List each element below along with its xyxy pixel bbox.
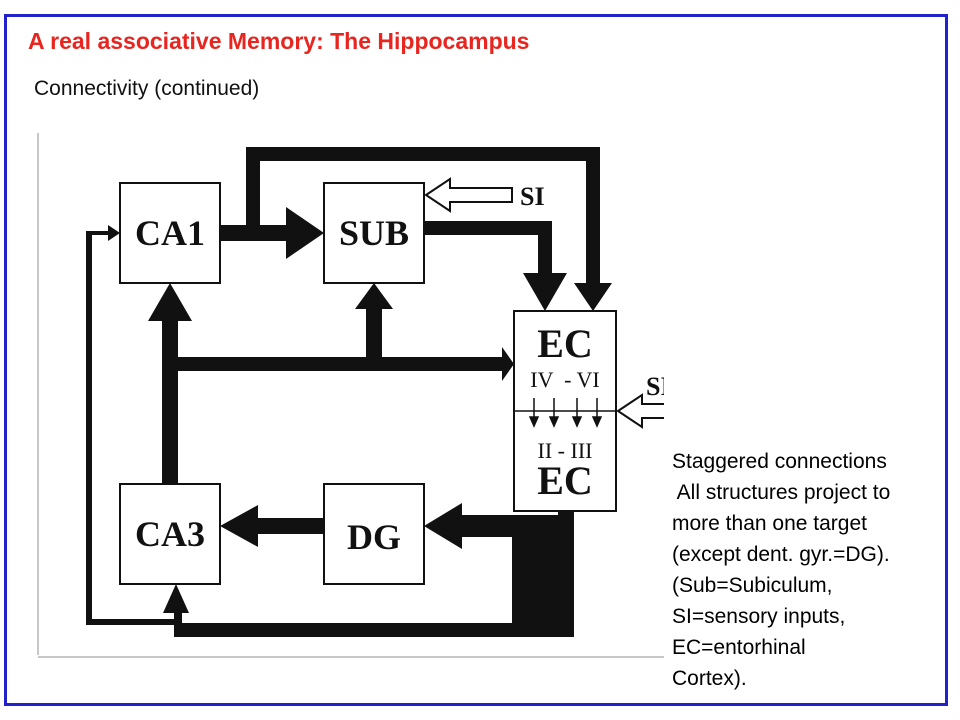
arrow-ca3-to-sub-and-ec — [178, 283, 514, 381]
si-right-label: SI — [646, 372, 664, 401]
ca3-box — [119, 483, 221, 585]
arrow-ca3-to-ca1 — [148, 283, 192, 484]
ec-bottom-label: EC — [537, 458, 593, 503]
note-line: SI=sensory inputs, — [672, 605, 846, 628]
arrow-ca1-to-sub — [220, 207, 324, 259]
ca3-label: CA3 — [135, 514, 205, 554]
staggered-connections-note: Staggered connections All structures pro… — [672, 446, 948, 694]
note-line: Cortex). — [672, 667, 747, 690]
si-input-ec: SI — [616, 372, 664, 429]
ca1-label: CA1 — [135, 213, 205, 253]
note-line: more than one target — [672, 512, 867, 535]
note-line: (except dent. gyr.=DG). — [672, 543, 890, 566]
si-top-label: SI — [520, 182, 545, 211]
slide-frame — [4, 14, 948, 706]
slide-title: A real associative Memory: The Hippocamp… — [28, 28, 530, 54]
si-top-arrow — [424, 177, 513, 213]
sub-label: SUB — [339, 213, 409, 253]
note-line: All structures project to — [672, 481, 891, 504]
arrow-sub-to-ec — [424, 221, 567, 311]
layer-arrows — [528, 398, 603, 428]
ec-bottom-layers-label: II - III — [538, 438, 593, 463]
note-line: EC=entorhinal — [672, 636, 806, 659]
slide-subtitle: Connectivity (continued) — [34, 77, 260, 100]
dg-box — [323, 483, 425, 585]
hippocampus-connectivity-diagram: CA1 SUB EC IV - VI II - III EC CA3 DG SI — [36, 125, 664, 660]
connection-arrows — [86, 147, 612, 637]
arrow-ec-to-dg-and-ca3 — [163, 503, 574, 637]
arrow-dg-to-ca3 — [220, 505, 324, 547]
si-right-arrow — [616, 393, 664, 429]
ec-top-layers-label: IV - VI — [530, 367, 599, 392]
ca1-box — [119, 182, 221, 284]
ec-top-label: EC — [537, 321, 593, 366]
note-line: Staggered connections — [672, 450, 887, 473]
si-input-sub: SI — [424, 177, 545, 213]
dg-label: DG — [347, 517, 401, 557]
note-line: (Sub=Subiculum, — [672, 574, 833, 597]
